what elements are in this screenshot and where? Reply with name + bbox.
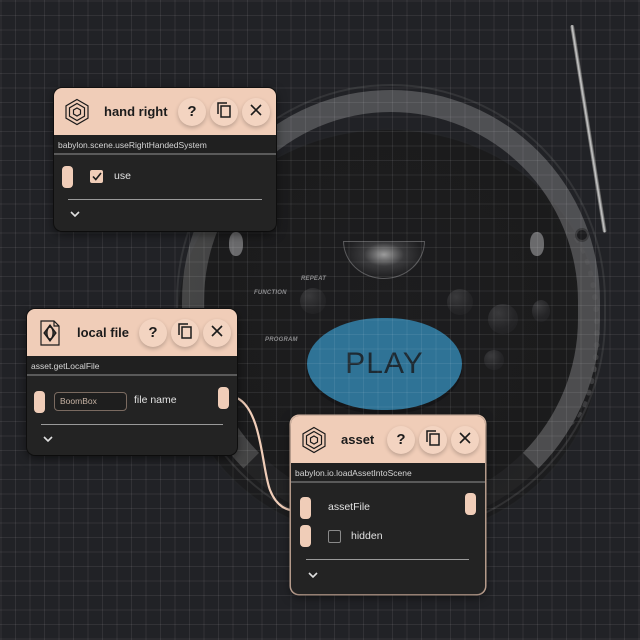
duplicate-icon [217,101,231,122]
file-name-label: file name [134,394,177,406]
boombox-knob [532,300,550,322]
close-icon [250,103,262,120]
chevron-down-icon [43,436,53,443]
use-label: use [114,170,131,182]
hexagon-cube-icon [299,425,329,455]
boombox-knob [447,289,473,315]
boombox-repeat-knob [300,288,326,314]
checkmark-icon [91,172,102,181]
boombox-speaker-grille [520,230,600,430]
node-title: hand right [104,104,168,119]
divider [306,559,469,560]
duplicate-button[interactable] [171,318,199,347]
node-header[interactable]: asset ? [291,416,485,463]
output-port[interactable] [218,387,229,409]
play-label: PLAY [345,347,424,380]
close-button[interactable] [242,97,270,126]
chevron-down-icon [308,572,318,579]
expand-button[interactable] [70,205,82,218]
node-body: BoomBox file name [27,376,237,455]
input-port-asset-file[interactable] [300,497,311,519]
node-asset[interactable]: asset ? babylon.io.loadAssetIntoScene as… [291,416,485,594]
repeat-label: REPEAT [301,276,327,282]
help-button[interactable]: ? [139,318,167,347]
divider [68,199,262,200]
close-button[interactable] [203,318,231,347]
program-label: PROGRAM [265,337,298,343]
boombox-lug-right [530,232,544,256]
duplicate-button[interactable] [210,97,238,126]
duplicate-icon [178,322,192,343]
help-icon: ? [396,431,406,448]
help-icon: ? [187,103,197,120]
boombox-knob [488,304,518,334]
duplicate-button[interactable] [419,425,447,454]
file-icon [35,318,65,348]
boombox-top-light [343,241,425,279]
node-header[interactable]: hand right ? [54,88,276,135]
expand-button[interactable] [308,566,320,579]
help-button[interactable]: ? [387,425,415,454]
node-title: asset [341,432,375,447]
function-label: FUNCTION [254,290,287,296]
node-function-name: asset.getLocalFile [27,356,237,376]
hexagon-cube-icon [62,97,92,127]
duplicate-icon [426,429,440,450]
use-checkbox[interactable] [90,170,103,183]
expand-button[interactable] [43,430,55,443]
help-button[interactable]: ? [178,97,206,126]
node-body: assetFile hidden [291,483,485,594]
divider [41,424,223,425]
boombox-knob [484,350,504,370]
hidden-checkbox[interactable] [328,530,341,543]
node-title: local file [77,325,130,340]
close-button[interactable] [451,425,479,454]
hidden-label: hidden [351,530,383,542]
node-function-name: babylon.io.loadAssetIntoScene [291,463,485,483]
boombox-antenna-base [575,228,589,242]
node-header[interactable]: local file ? [27,309,237,356]
asset-file-label: assetFile [328,501,371,513]
output-port[interactable] [465,493,476,515]
help-icon: ? [148,324,158,341]
node-function-name: babylon.scene.useRightHandedSystem [54,135,276,155]
close-icon [211,324,223,341]
input-port-file-name[interactable] [34,391,45,413]
node-local-file[interactable]: local file ? asset.getLocalFile BoomBox … [27,309,237,455]
boombox-lug-left [229,232,243,256]
node-body: use [54,155,276,231]
node-hand-right[interactable]: hand right ? babylon.scene.useRightHande… [54,88,276,231]
close-icon [459,431,471,448]
file-name-input[interactable]: BoomBox [54,392,127,411]
chevron-down-icon [70,211,80,218]
play-button[interactable]: PLAY [307,318,462,410]
input-port-use[interactable] [62,166,73,188]
input-port-hidden[interactable] [300,525,311,547]
